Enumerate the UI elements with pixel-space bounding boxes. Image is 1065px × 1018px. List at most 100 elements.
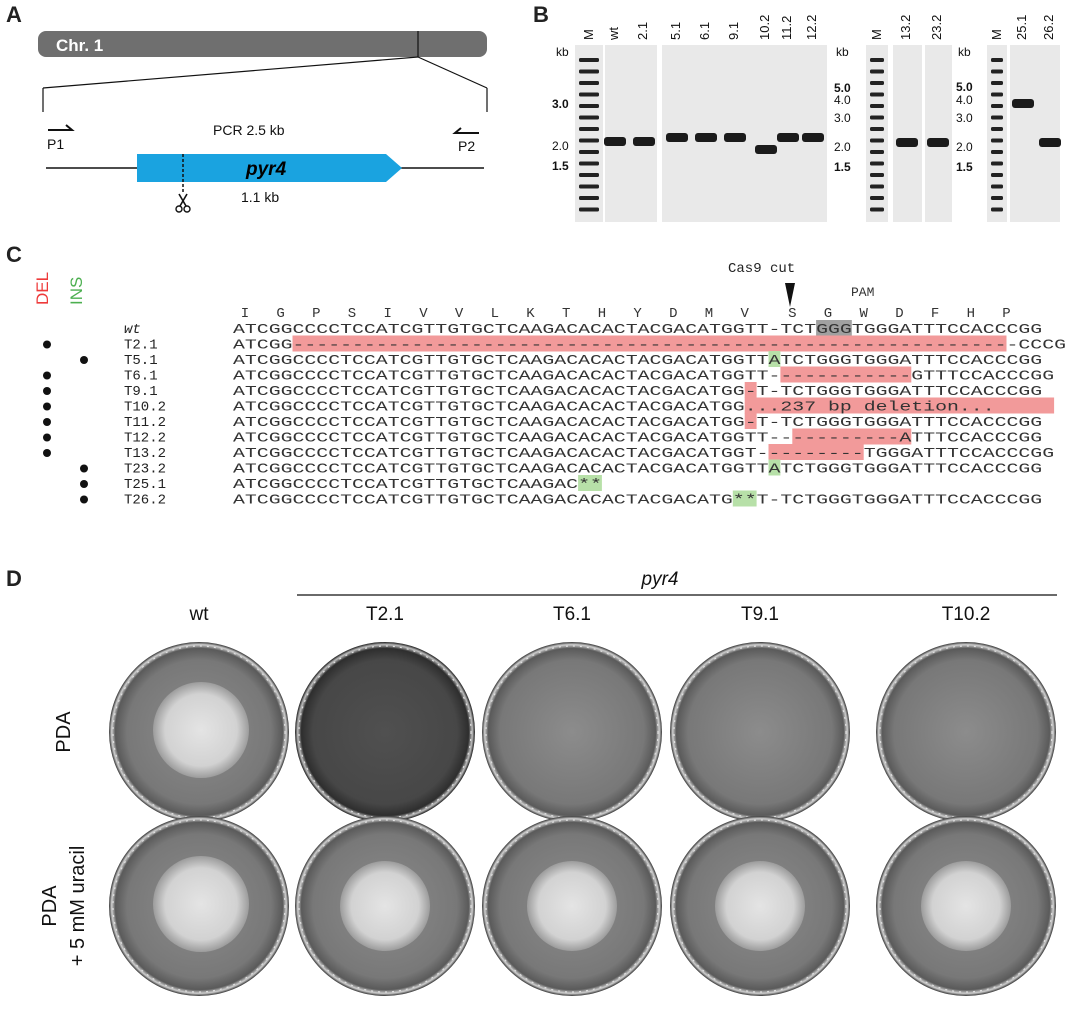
- plate-dish: [670, 642, 850, 822]
- ladder-size-label: 4.0: [834, 93, 851, 107]
- dna-sequence: ATCGGCCCCTCCATCGTTGTGCTCAAGACACACTACGACA…: [233, 493, 1042, 509]
- dna-sequence: ATCGGCCCCTCCATCGTTGTGCTCAAGACACACTACGACA…: [233, 462, 1042, 478]
- pam-label: PAM: [851, 285, 874, 300]
- ladder-band: [870, 184, 884, 189]
- row-label: PDA: [39, 885, 61, 927]
- gel-background: [866, 45, 888, 222]
- dna-sequence: ATCGGCCCCTCCATCGTTGTGCTCAAGACACACTACGACA…: [233, 384, 1042, 400]
- primer-p2-label: P2: [458, 138, 475, 154]
- del-marker: [43, 418, 51, 426]
- amino-acid: W: [859, 306, 868, 322]
- ins-marker: [80, 464, 88, 473]
- gene-label: pyr4: [245, 159, 287, 180]
- amino-acid: D: [895, 306, 903, 322]
- ladder-band: [579, 104, 599, 108]
- ladder-band: [870, 58, 884, 62]
- ladder-band: [991, 92, 1003, 97]
- column-label: T6.1: [553, 604, 591, 625]
- dna-band: [777, 133, 799, 142]
- amino-acid: Y: [633, 306, 642, 322]
- dna-band: [755, 145, 777, 154]
- lane-label: 11.2: [779, 16, 794, 40]
- dna-sequence: ATCGGCCCCTCCATCGTTGTGCTCAAGACACACTACGACA…: [233, 322, 1042, 338]
- ladder-band: [991, 150, 1003, 154]
- row-label-sub: + 5 mM uracil: [67, 846, 89, 967]
- zoom-line-right: [417, 56, 488, 89]
- pyr4-gene-arrow: [137, 154, 402, 182]
- ladder-band: [991, 196, 1003, 200]
- dna-band: [1012, 99, 1034, 108]
- sample-name: T2.1: [124, 338, 158, 354]
- dna-band: [1039, 138, 1061, 147]
- fungal-colony: [715, 861, 805, 951]
- column-label: wt: [189, 604, 210, 625]
- ladder-band: [579, 150, 599, 154]
- ladder-band: [991, 115, 1003, 120]
- lane-label: 12.2: [804, 15, 819, 40]
- deletion-highlight: [744, 382, 757, 398]
- gene-size-label: 1.1 kb: [241, 189, 279, 205]
- ladder-band: [991, 81, 1003, 85]
- ladder-size-label: 5.0: [834, 81, 851, 95]
- amino-acid: V: [455, 306, 464, 322]
- ladder-size-label: 1.5: [956, 160, 973, 174]
- ladder-band: [991, 184, 1003, 189]
- lane-label: 5.1: [668, 22, 683, 40]
- sample-name: wt: [124, 322, 141, 338]
- dna-band: [927, 138, 949, 147]
- ladder-band: [870, 173, 884, 177]
- ladder-band: [579, 115, 599, 120]
- ladder-band: [579, 127, 599, 131]
- cut-site-arrow-icon: [785, 283, 795, 307]
- row-label: PDA: [53, 711, 75, 753]
- ladder-band: [579, 92, 599, 97]
- dna-sequence: ATCGGCCCCTCCATCGTTGTGCTCAAGACACACTACGACA…: [233, 400, 995, 416]
- ladder-band: [579, 58, 599, 62]
- ins-marker: [80, 480, 88, 488]
- gel-background: [1010, 45, 1060, 222]
- plate-dish: [295, 642, 475, 822]
- ladder-band: [579, 207, 599, 212]
- del-marker: [43, 433, 51, 442]
- deletion-highlight: [780, 366, 912, 383]
- lane-label: 26.2: [1041, 15, 1056, 40]
- ladder-band: [870, 115, 884, 120]
- del-column-label: DEL: [33, 272, 52, 305]
- petri-plate: [876, 816, 1056, 996]
- fungal-colony: [340, 861, 430, 951]
- dna-sequence: ATCGGCCCCTCCATCGTTGTGCTCAAGACACACTACGACA…: [233, 353, 1042, 369]
- ladder-band: [870, 161, 884, 166]
- column-label: T10.2: [942, 604, 991, 625]
- sample-name: T11.2: [124, 415, 166, 431]
- pyr4-group-label: pyr4: [641, 569, 679, 590]
- lane-label: wt: [606, 27, 621, 41]
- petri-plate: [670, 816, 850, 996]
- lane-label: 2.1: [635, 22, 650, 40]
- panel-a: A Chr. 1 P1 P2 PCR 2.5 kb pyr4 1.1 kb: [6, 2, 488, 213]
- fungal-colony: [153, 682, 249, 778]
- dna-sequence: ATCGGCCCCTCCATCGTTGTGCTCAAGACACACTACGACA…: [233, 431, 1042, 447]
- insertion-highlight: [768, 351, 781, 367]
- panel-a-label: A: [6, 2, 22, 27]
- gel-background: [925, 45, 952, 222]
- ladder-size-label: 4.0: [956, 93, 973, 107]
- amino-acid: I: [241, 306, 249, 322]
- fungal-colony: [921, 861, 1011, 951]
- plate-dish: [482, 642, 662, 822]
- ins-column-label: INS: [67, 277, 86, 305]
- lane-label: 25.1: [1014, 15, 1029, 40]
- lane-label: M: [989, 29, 1004, 40]
- ladder-band: [991, 173, 1003, 177]
- ladder-band: [991, 58, 1003, 62]
- panel-c-label: C: [6, 242, 22, 267]
- sample-name: T5.1: [124, 353, 158, 369]
- sample-name: T13.2: [124, 446, 166, 462]
- ladder-band: [579, 173, 599, 177]
